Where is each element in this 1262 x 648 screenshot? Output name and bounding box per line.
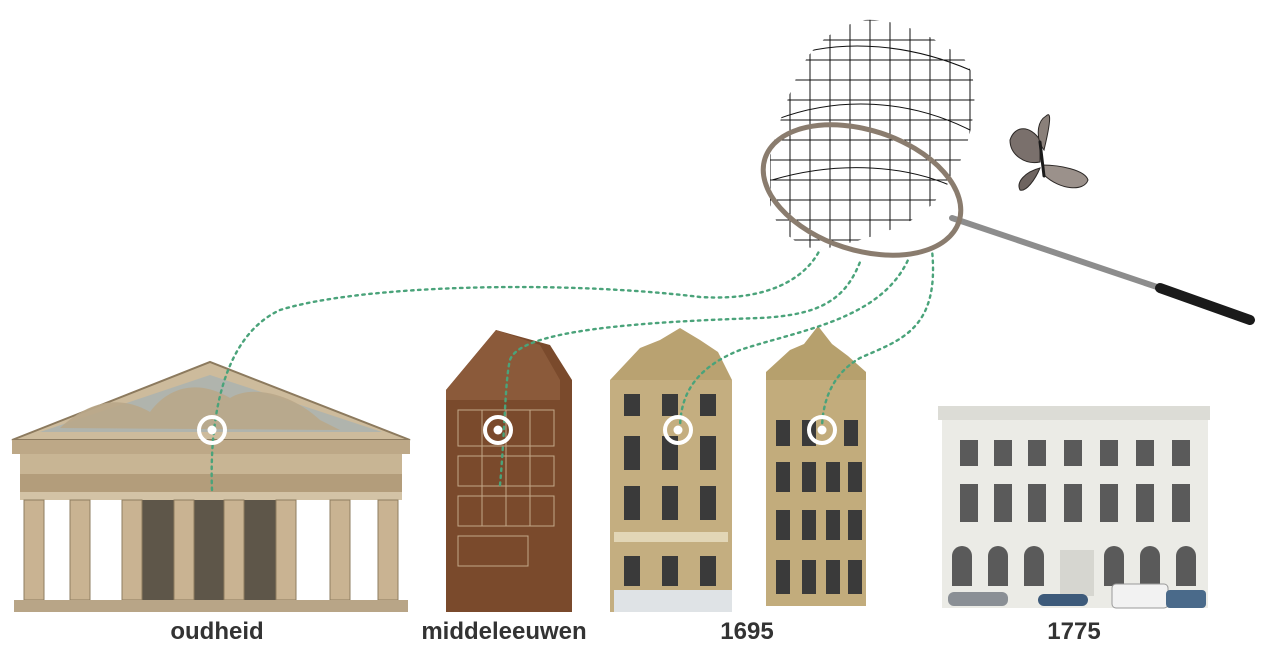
butterfly-icon <box>1009 114 1089 191</box>
butterfly-net-icon <box>760 19 1255 325</box>
caption-1775: 1775 <box>1047 618 1101 645</box>
baroque-guild-house-icon <box>610 328 732 612</box>
neoclassical-building-icon <box>938 406 1210 609</box>
baroque-guild-house-icon <box>766 326 866 606</box>
greek-temple-icon <box>11 360 411 612</box>
caption-1695: 1695 <box>720 618 774 645</box>
medieval-gable-house-icon <box>446 330 572 612</box>
target-markers <box>197 415 837 445</box>
caption-middeleeuwen: middeleeuwen <box>421 618 587 645</box>
connection-lines <box>210 243 935 492</box>
caption-oudheid: oudheid <box>170 618 264 645</box>
